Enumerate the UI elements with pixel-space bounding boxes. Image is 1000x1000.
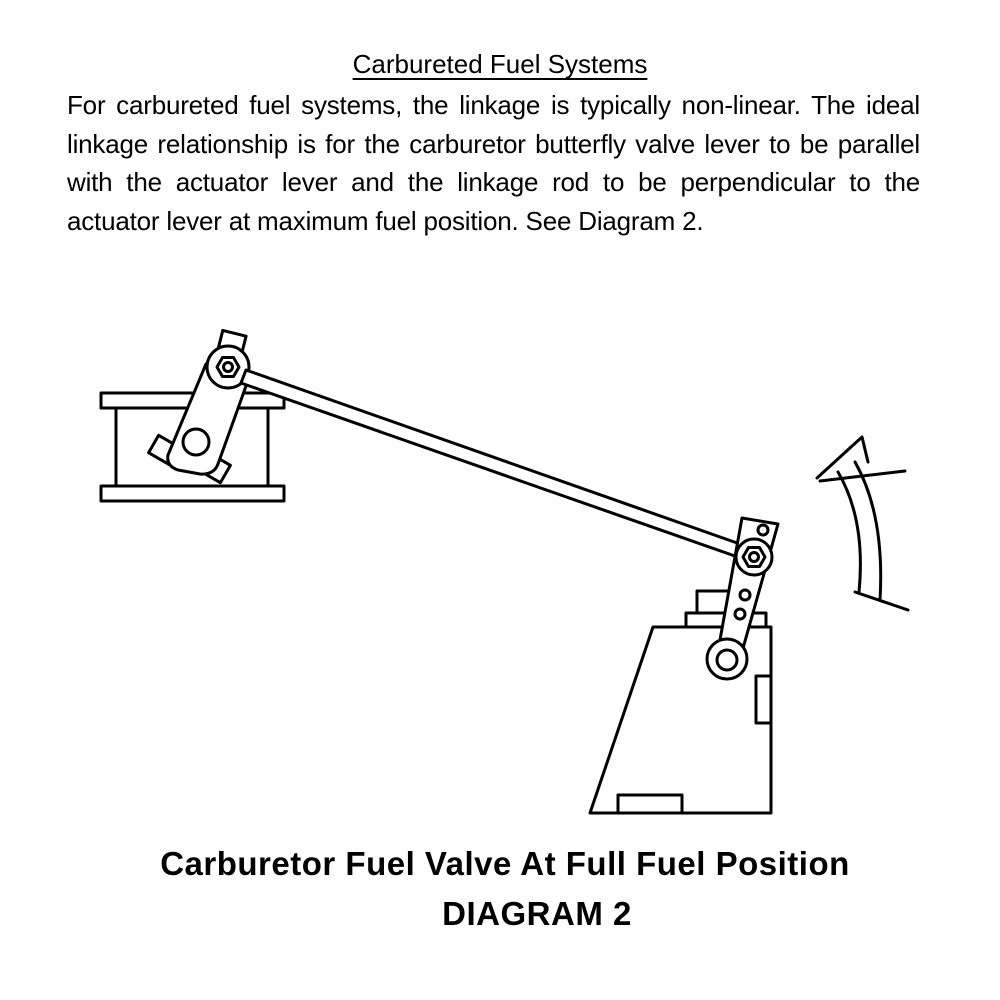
arrow-start-tick bbox=[853, 590, 910, 612]
actuator-hole-top-icon bbox=[756, 523, 770, 537]
lever-bolt-icon bbox=[222, 361, 234, 373]
actuator-hole-low-icon bbox=[733, 607, 747, 621]
butterfly-valve-lever bbox=[147, 328, 252, 485]
linkage-rod-body bbox=[239, 368, 759, 564]
arrow-arc-inner bbox=[836, 470, 862, 594]
figure-label: DIAGRAM 2 bbox=[442, 895, 632, 932]
actuator-hole-mid-icon bbox=[738, 588, 752, 602]
actuator-base-tab bbox=[616, 793, 684, 815]
actuator-shaft-hub bbox=[715, 648, 739, 672]
actuator-bolt-icon bbox=[748, 551, 760, 563]
arrow-head bbox=[815, 435, 870, 480]
rotation-direction-arrow-icon bbox=[815, 435, 910, 612]
section-heading: Carbureted Fuel Systems bbox=[0, 46, 1000, 82]
figure-caption: Carburetor Fuel Valve At Full Fuel Posit… bbox=[160, 845, 850, 882]
actuator-side-port bbox=[754, 674, 773, 725]
arrow-arc-outer bbox=[853, 460, 883, 602]
actuator-lever bbox=[705, 516, 780, 681]
body-paragraph: For carbureted fuel systems, the linkage… bbox=[67, 90, 920, 236]
valve-shaft-hub bbox=[181, 427, 211, 457]
carburetor-bottom-flange bbox=[99, 484, 286, 503]
linkage-rod bbox=[239, 368, 759, 564]
section-heading-text: Carbureted Fuel Systems bbox=[352, 49, 648, 79]
